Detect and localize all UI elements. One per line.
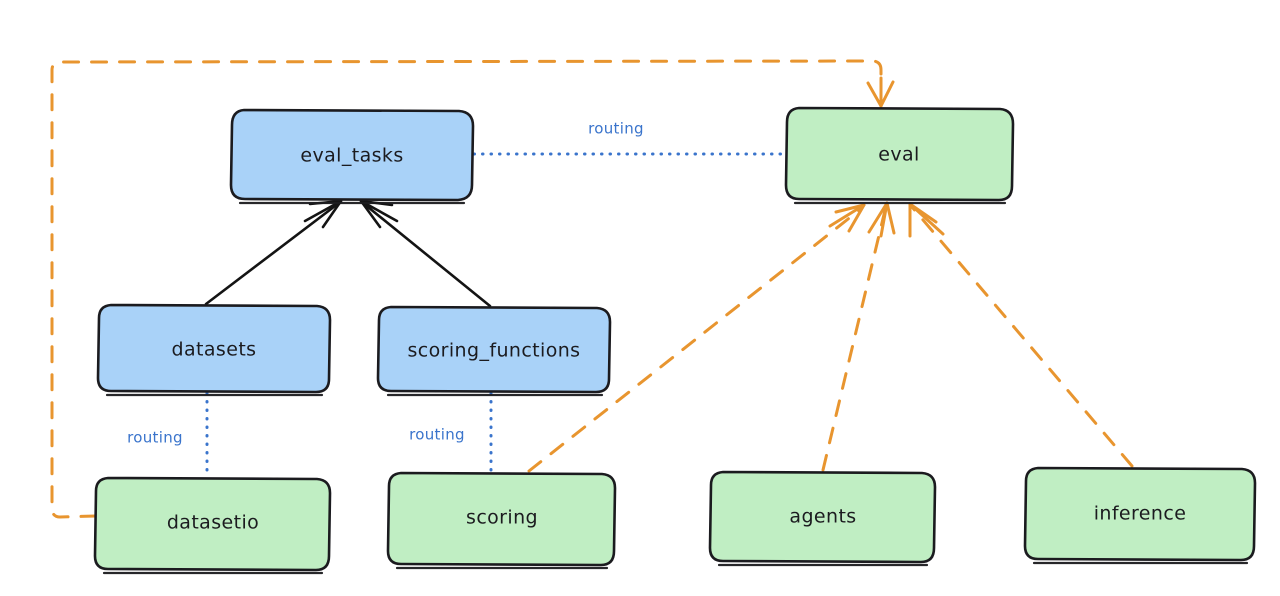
node-label: datasets: [172, 339, 257, 361]
edge-datasetio-to-eval: [50, 59, 895, 519]
node-inference[interactable]: inference: [1023, 466, 1257, 565]
node-eval-tasks[interactable]: eval_tasks: [229, 108, 475, 205]
edge-scoring-to-eval: [527, 203, 866, 473]
edge-inference-to-eval: [908, 202, 1134, 468]
node-label: datasetio: [167, 512, 259, 534]
node-label: agents: [789, 506, 856, 528]
routing-label: routing: [409, 426, 465, 444]
node-eval[interactable]: eval: [784, 106, 1015, 205]
node-label: scoring_functions: [408, 340, 581, 362]
node-label: inference: [1094, 503, 1187, 525]
edge-label-routing-datasets: routing: [114, 425, 196, 449]
node-scoring-functions[interactable]: scoring_functions: [376, 305, 612, 397]
node-agents[interactable]: agents: [708, 470, 937, 567]
edge-scoring-functions-to-eval-tasks: [359, 199, 492, 308]
edge-label-routing-scoring-functions: routing: [396, 422, 478, 446]
edge-label-routing-eval-tasks: routing: [575, 116, 657, 140]
node-datasets[interactable]: datasets: [96, 303, 332, 397]
node-datasetio[interactable]: datasetio: [93, 476, 332, 575]
routing-label: routing: [588, 120, 644, 138]
edge-agents-to-eval: [821, 201, 896, 472]
node-label: scoring: [466, 507, 538, 529]
node-scoring[interactable]: scoring: [386, 471, 617, 570]
routing-label: routing: [127, 429, 183, 447]
edge-datasets-to-eval-tasks: [204, 199, 343, 306]
node-label: eval: [878, 144, 919, 166]
node-label: eval_tasks: [300, 145, 403, 167]
